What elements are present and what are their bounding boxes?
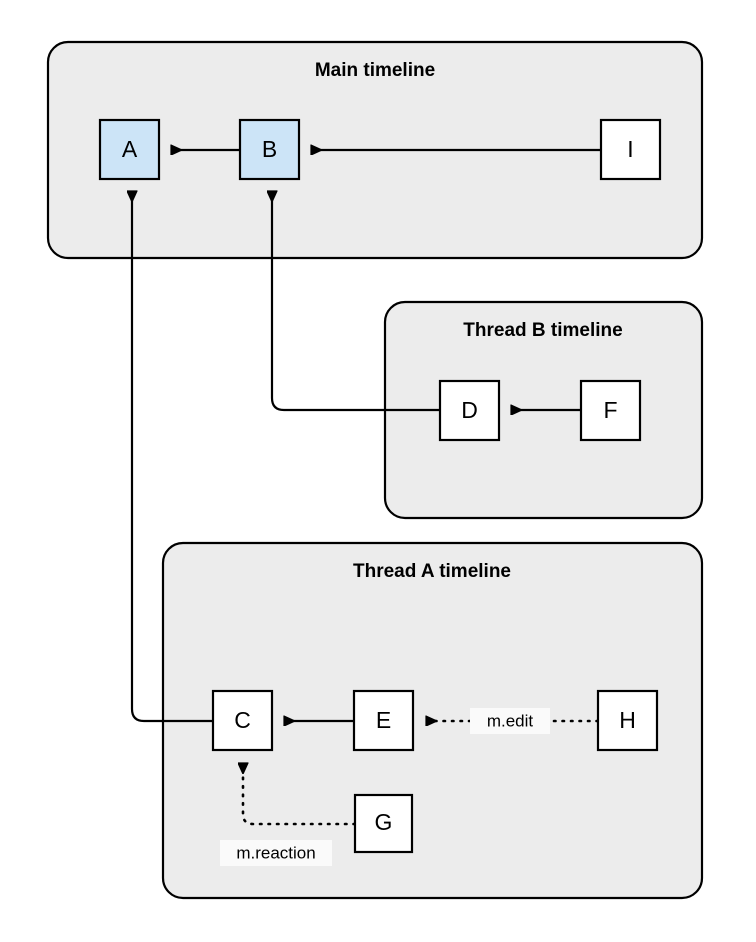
node-label-B: B xyxy=(262,136,277,162)
edge-label-m-edit: m.edit xyxy=(470,708,550,734)
node-H[interactable]: H xyxy=(596,689,659,752)
edge-label-text-m-reaction: m.reaction xyxy=(236,843,315,862)
node-label-G: G xyxy=(375,809,393,835)
node-label-D: D xyxy=(461,397,478,423)
node-F[interactable]: F xyxy=(579,379,642,442)
node-B[interactable]: B xyxy=(238,118,301,181)
node-box-G[interactable] xyxy=(353,793,414,854)
edge-g-to-c xyxy=(243,764,357,826)
group-title-thread-b: Thread B timeline xyxy=(463,320,622,341)
node-box-B[interactable] xyxy=(238,118,301,181)
group-title-main: Main timeline xyxy=(315,60,435,81)
node-box-F[interactable] xyxy=(579,379,642,442)
node-E[interactable]: E xyxy=(352,689,415,752)
edge-label-bg-m-edit xyxy=(470,708,550,734)
node-label-H: H xyxy=(619,707,636,733)
edge-label-text-m-edit: m.edit xyxy=(487,711,534,730)
edge-label-bg-m-reaction xyxy=(220,840,332,866)
node-label-I: I xyxy=(627,136,633,162)
node-G[interactable]: G xyxy=(353,793,414,854)
node-box-I[interactable] xyxy=(599,118,662,181)
node-box-E[interactable] xyxy=(352,689,415,752)
node-label-C: C xyxy=(234,707,251,733)
edge-c-to-a xyxy=(132,192,213,723)
node-label-F: F xyxy=(603,397,617,423)
node-C[interactable]: C xyxy=(211,689,274,752)
group-title-thread-a: Thread A timeline xyxy=(353,561,511,582)
node-box-H[interactable] xyxy=(596,689,659,752)
node-D[interactable]: D xyxy=(438,379,501,442)
node-I[interactable]: I xyxy=(599,118,662,181)
node-A[interactable]: A xyxy=(98,118,161,181)
node-label-A: A xyxy=(122,136,138,162)
node-label-E: E xyxy=(376,707,391,733)
node-box-A[interactable] xyxy=(98,118,161,181)
node-box-C[interactable] xyxy=(211,689,274,752)
node-box-D[interactable] xyxy=(438,379,501,442)
edge-d-to-b xyxy=(272,192,440,412)
edge-label-m-reaction: m.reaction xyxy=(220,840,332,866)
